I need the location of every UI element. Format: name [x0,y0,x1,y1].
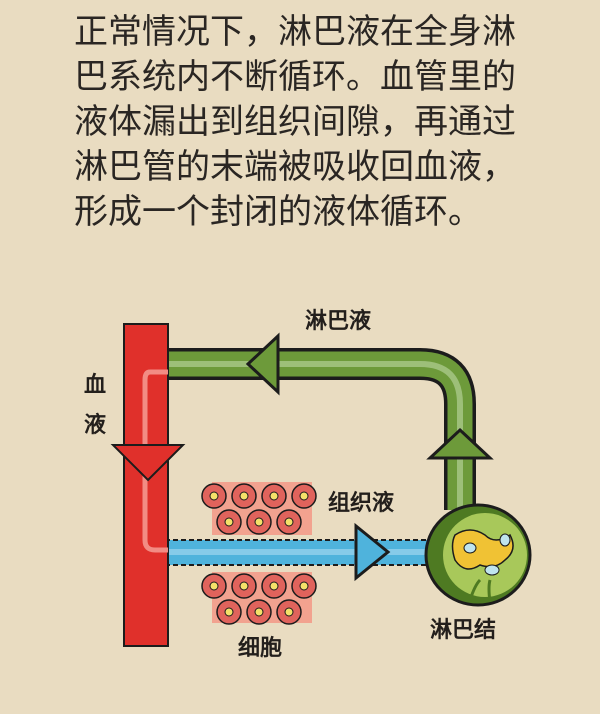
label-cells: 细胞 [238,635,282,661]
cell-nucleus [284,607,294,617]
paragraph-line: 淋巴管的末端被吸收回血液， [74,147,516,187]
tissue-fluid-flow [165,522,430,582]
intro-paragraph: 正常情况下，淋巴液在全身淋 巴系统内不断循环。血管里的 液体漏出到组织间隙，再通… [74,10,554,235]
label-blood-2: 液 [84,412,106,438]
cell-nucleus [224,517,234,527]
lymph-vessel [168,332,494,510]
cell-nucleus [299,581,309,591]
lymph-node-icon [424,503,532,607]
label-blood-1: 血 [84,372,106,398]
cell-nucleus [269,581,279,591]
paragraph-line: 液体漏出到组织间隙，再通过 [74,102,516,142]
cell-nucleus [239,491,249,501]
cell-nucleus [239,581,249,591]
label-lymph-fluid: 淋巴液 [305,308,371,334]
cell-nucleus [284,517,294,527]
blood-vessel [110,323,186,647]
arrow-left-icon [245,332,280,396]
paragraph-line: 形成一个封闭的液体循环。 [74,192,482,232]
cell-nucleus [269,491,279,501]
paragraph-line: 巴系统内不断循环。血管里的 [74,57,516,97]
arrow-down-icon [110,444,186,482]
cell-nucleus [209,581,219,591]
arrow-up-icon [426,427,494,460]
paragraph-line: 正常情况下，淋巴液在全身淋 [74,12,516,52]
cell-nucleus [299,491,309,501]
cells-group [201,482,317,625]
label-lymph-node: 淋巴结 [430,617,496,643]
label-tissue-fluid: 组织液 [328,490,394,516]
arrow-right-icon [354,522,391,582]
cell-nucleus [254,607,264,617]
cell-nucleus [254,517,264,527]
cell-nucleus [224,607,234,617]
cell-nucleus [209,491,219,501]
